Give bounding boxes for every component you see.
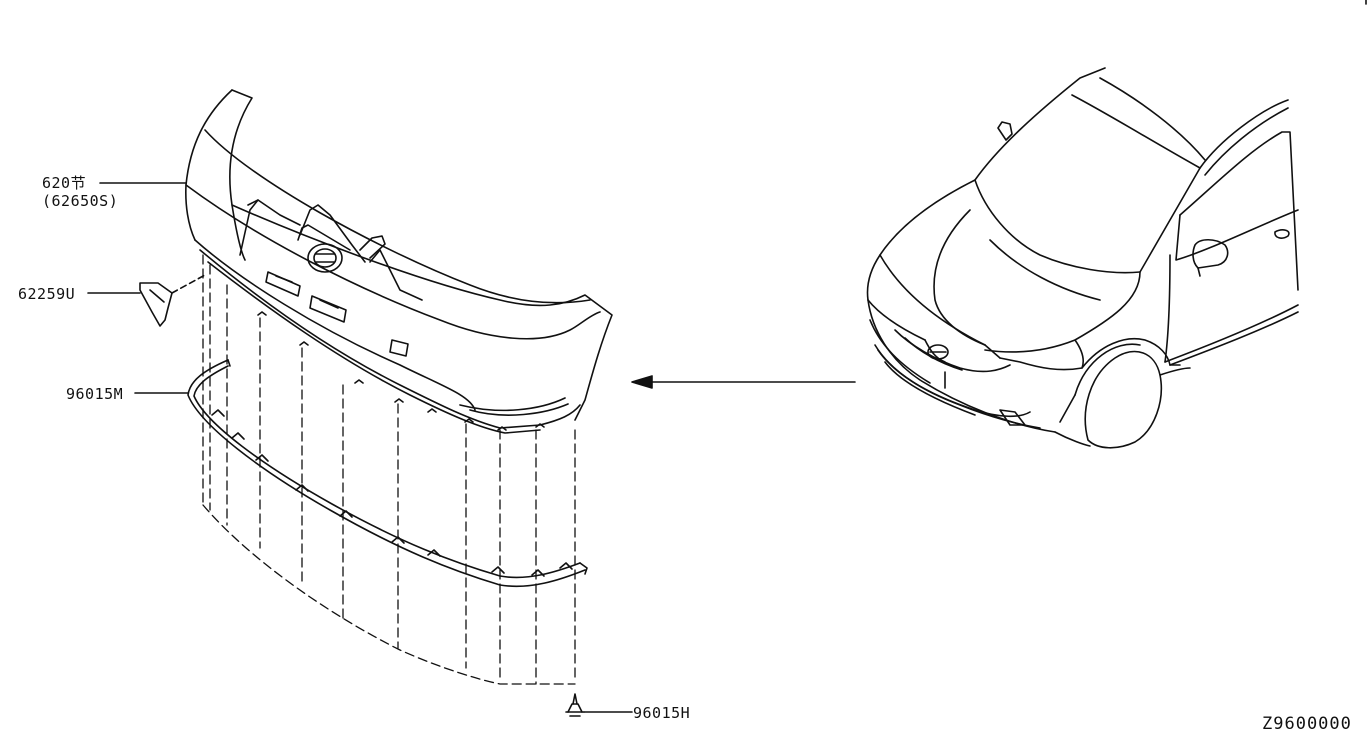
callout-bumper-fascia-alt: (62650S) bbox=[42, 192, 119, 210]
bracket-part bbox=[139, 274, 206, 327]
diagram-id: Z9600000 bbox=[1262, 714, 1352, 734]
callout-clip: 96015H bbox=[633, 704, 691, 722]
vehicle-illustration bbox=[866, 67, 1299, 449]
callout-bracket: 62259U bbox=[18, 285, 76, 303]
callout-bumper-fascia-number: 620节 bbox=[42, 174, 87, 192]
clip-part bbox=[565, 693, 585, 717]
callout-bumper-fascia: 620节 (62650S) bbox=[42, 174, 118, 210]
projection-lines bbox=[202, 254, 576, 685]
direction-arrow bbox=[631, 375, 856, 389]
molding-strip bbox=[187, 359, 588, 588]
front-bumper-fascia bbox=[185, 89, 613, 434]
callout-molding: 96015M bbox=[66, 385, 124, 403]
